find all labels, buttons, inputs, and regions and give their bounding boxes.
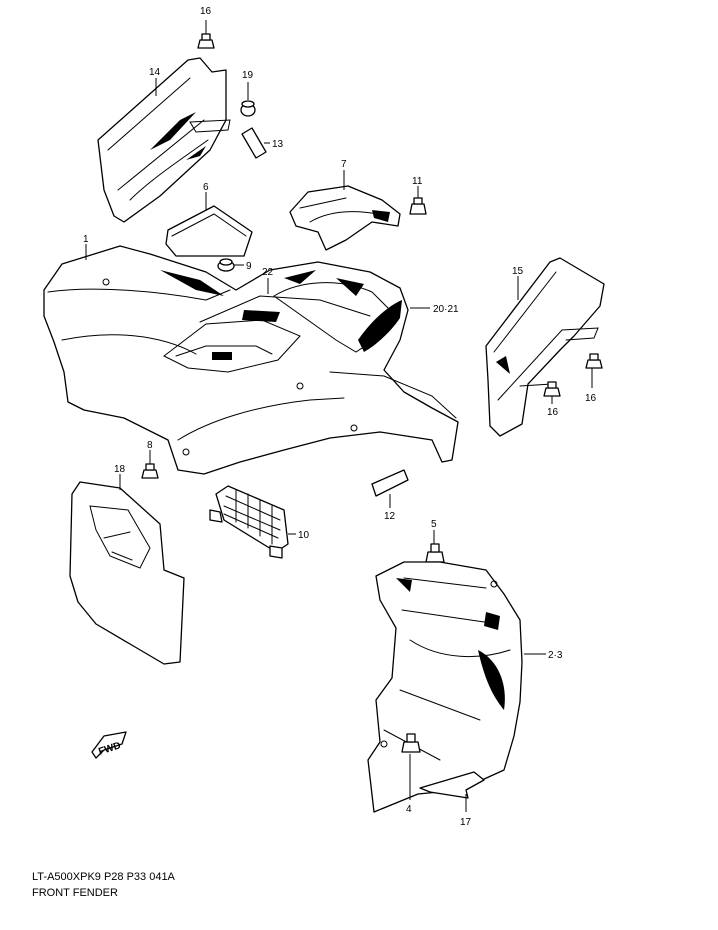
callout-16-right: 16	[585, 393, 597, 404]
part-12-pad	[371, 469, 409, 497]
part-18-mud-flap	[69, 481, 185, 665]
callout-20-21: 20·21	[433, 304, 459, 315]
part-10-grille	[209, 485, 289, 559]
callout-17: 17	[460, 817, 472, 828]
callout-16-top: 16	[200, 6, 212, 17]
leader-lines	[85, 20, 593, 812]
callout-13: 13	[272, 139, 284, 150]
part-9-grommet	[217, 258, 235, 272]
callout-16-right-b: 16	[547, 407, 559, 418]
callout-15: 15	[512, 266, 524, 277]
callout-14: 14	[149, 67, 161, 78]
callout-10: 10	[298, 530, 310, 541]
part-1-front-fender	[43, 245, 459, 475]
callout-5: 5	[431, 519, 437, 530]
callout-12: 12	[384, 511, 396, 522]
part-16-bolt-right-a	[585, 353, 603, 369]
part-5-screw	[425, 543, 445, 563]
diagram-title: FRONT FENDER	[32, 887, 118, 899]
diagram-code: LT-A500XPK9 P28 P33 041A	[32, 871, 175, 883]
part-17-pad	[419, 771, 485, 799]
part-7-headlight-cover	[289, 185, 401, 251]
part-6-cover	[165, 205, 253, 257]
callout-9: 9	[246, 261, 252, 272]
callout-1: 1	[83, 234, 89, 245]
part-14-left-inner-panel	[97, 57, 231, 223]
part-11-screw	[409, 197, 427, 215]
callout-22: 22	[262, 267, 274, 278]
callout-4: 4	[406, 804, 412, 815]
part-2-3-inner-fender	[367, 561, 523, 813]
callout-2-3: 2·3	[548, 650, 563, 661]
part-8-screw	[141, 463, 159, 479]
callout-19: 19	[242, 70, 254, 81]
callouts: 16 14 19 13 7 11 6 1 9 22 15 20·21 16 16…	[83, 6, 597, 828]
part-16-bolt-top	[197, 33, 215, 49]
part-19-grommet	[240, 100, 256, 117]
part-13-pad	[241, 127, 267, 159]
callout-6: 6	[203, 182, 209, 193]
callout-8: 8	[147, 440, 153, 451]
callout-18: 18	[114, 464, 126, 475]
part-4-screw	[401, 733, 421, 753]
callout-11: 11	[412, 176, 423, 187]
callout-7: 7	[341, 159, 347, 170]
fwd-arrow-icon: FWD	[91, 731, 127, 759]
part-15-right-inner-panel	[485, 257, 605, 437]
part-16-bolt-right-b	[543, 381, 561, 397]
